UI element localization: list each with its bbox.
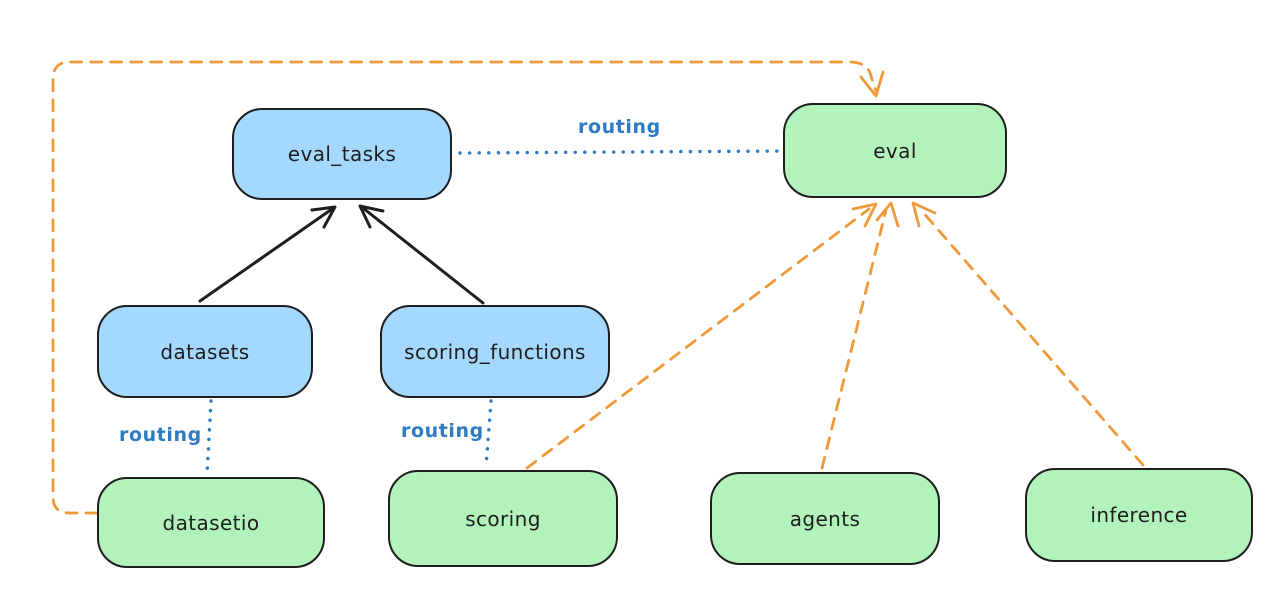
node-agents-label: agents [789, 506, 861, 531]
node-eval-label: eval [873, 138, 917, 163]
edge-inference-to-eval [911, 201, 1145, 467]
node-datasets-label: datasets [160, 339, 250, 364]
node-scoring-functions: scoring_functions [380, 305, 610, 398]
node-datasetio: datasetio [97, 477, 325, 568]
node-scoring-label: scoring [465, 506, 541, 531]
node-datasetio-label: datasetio [162, 510, 260, 535]
node-inference: inference [1025, 468, 1253, 562]
node-scoring: scoring [388, 470, 618, 567]
edge-datasetio-to-eval-loop [51, 60, 885, 515]
edge-label-routing-eval-tasks-eval: routing [578, 116, 661, 138]
node-datasets: datasets [97, 305, 313, 398]
node-eval: eval [783, 103, 1007, 198]
edge-scoring-functions-to-scoring-dotted [484, 399, 493, 469]
node-scoring-functions-label: scoring_functions [404, 339, 586, 364]
edge-label-routing-datasets-datasetio: routing [119, 424, 202, 446]
edge-scoring-to-eval [525, 202, 878, 470]
edge-agents-to-eval [820, 201, 900, 470]
node-eval-tasks-label: eval_tasks [287, 142, 397, 166]
edge-datasets-to-datasetio-dotted [205, 399, 213, 476]
edge-datasets-to-eval-tasks [198, 205, 337, 303]
edge-scoring-functions-to-eval-tasks [358, 204, 485, 305]
node-agents: agents [710, 472, 940, 565]
node-inference-label: inference [1090, 503, 1188, 527]
edge-label-routing-scoring-functions-scoring: routing [401, 420, 484, 442]
node-eval-tasks: eval_tasks [232, 108, 452, 200]
edge-eval-tasks-to-eval-dotted [458, 149, 785, 155]
